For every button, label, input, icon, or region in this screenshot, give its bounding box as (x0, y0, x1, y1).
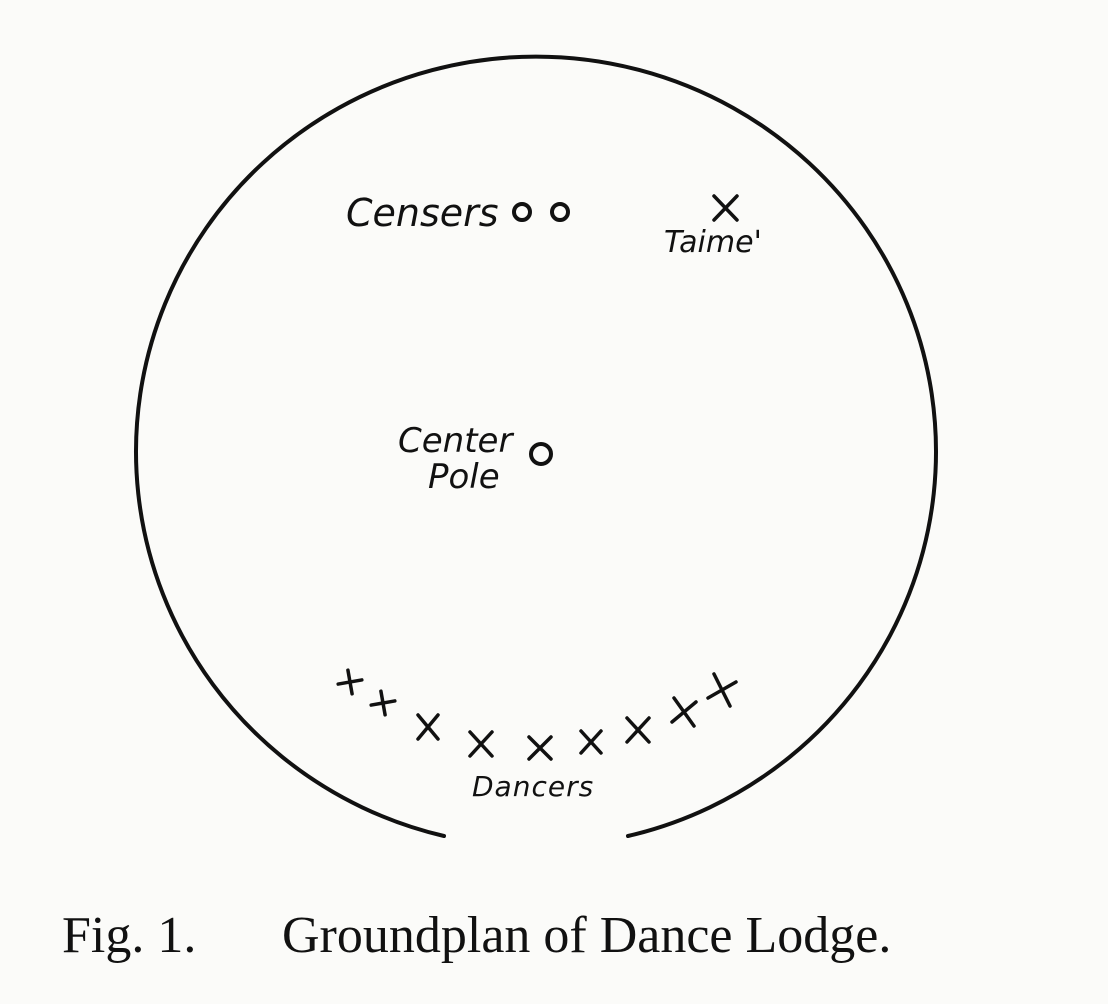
censer-mark (550, 202, 570, 222)
center-pole-label-line1: Center (398, 421, 514, 461)
censer-mark (512, 202, 532, 222)
dancer-mark (336, 668, 364, 696)
taime-mark (712, 194, 739, 222)
censers-label: Censers (346, 191, 499, 235)
figure-number: Fig. 1. (62, 907, 196, 964)
censers-group: Censers (346, 191, 570, 235)
dancer-mark (416, 713, 440, 741)
taime-group: Taime' (664, 194, 762, 260)
dancer-mark (369, 689, 397, 717)
dancers-group: Dancers (336, 668, 738, 803)
center-pole-mark (529, 442, 553, 466)
dancer-mark (625, 716, 651, 744)
dancers-label: Dancers (472, 770, 594, 803)
center-pole-label-line2: Pole (428, 457, 500, 497)
dancer-mark (468, 730, 494, 758)
dancer-mark (706, 672, 738, 708)
center-pole-group: Center Pole (398, 421, 553, 497)
figure-title: Groundplan of Dance Lodge. (282, 907, 891, 964)
dancer-mark (579, 729, 603, 755)
taime-label: Taime' (664, 225, 762, 260)
figure-caption: Fig. 1. Groundplan of Dance Lodge. (62, 907, 891, 964)
dancer-mark (527, 735, 553, 761)
lodge-wall (134, 54, 938, 838)
dancer-mark (670, 696, 698, 728)
